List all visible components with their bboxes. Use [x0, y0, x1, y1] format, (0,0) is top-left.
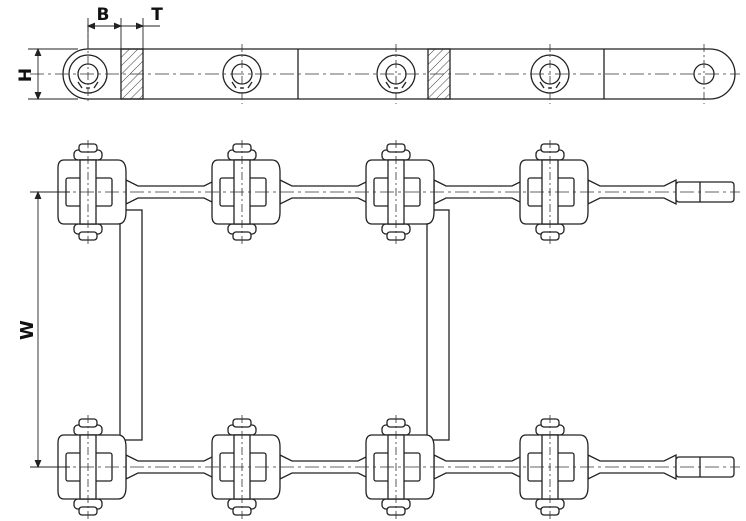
dimension-label-b: B [97, 5, 110, 25]
pin-joint-assembly [211, 140, 281, 244]
dimension-label-w: W [17, 320, 38, 340]
pin-joint-assembly [57, 415, 127, 519]
chain-strand-top [30, 140, 740, 244]
flight-bar [119, 209, 143, 441]
pin-joint-assembly [211, 415, 281, 519]
height-dimension [28, 47, 78, 101]
dimension-label-h: H [16, 68, 36, 82]
flight-bar [426, 209, 450, 441]
side-view-chain-bar [62, 48, 736, 100]
top-view [30, 140, 740, 519]
pin-joint-assembly [519, 140, 589, 244]
b-t-dimension [86, 18, 160, 49]
width-dimension [30, 190, 70, 469]
chain-strand-bottom [30, 415, 740, 519]
pin-joint-assembly [519, 415, 589, 519]
dimension-label-t: T [151, 5, 163, 25]
side-view [28, 18, 740, 104]
